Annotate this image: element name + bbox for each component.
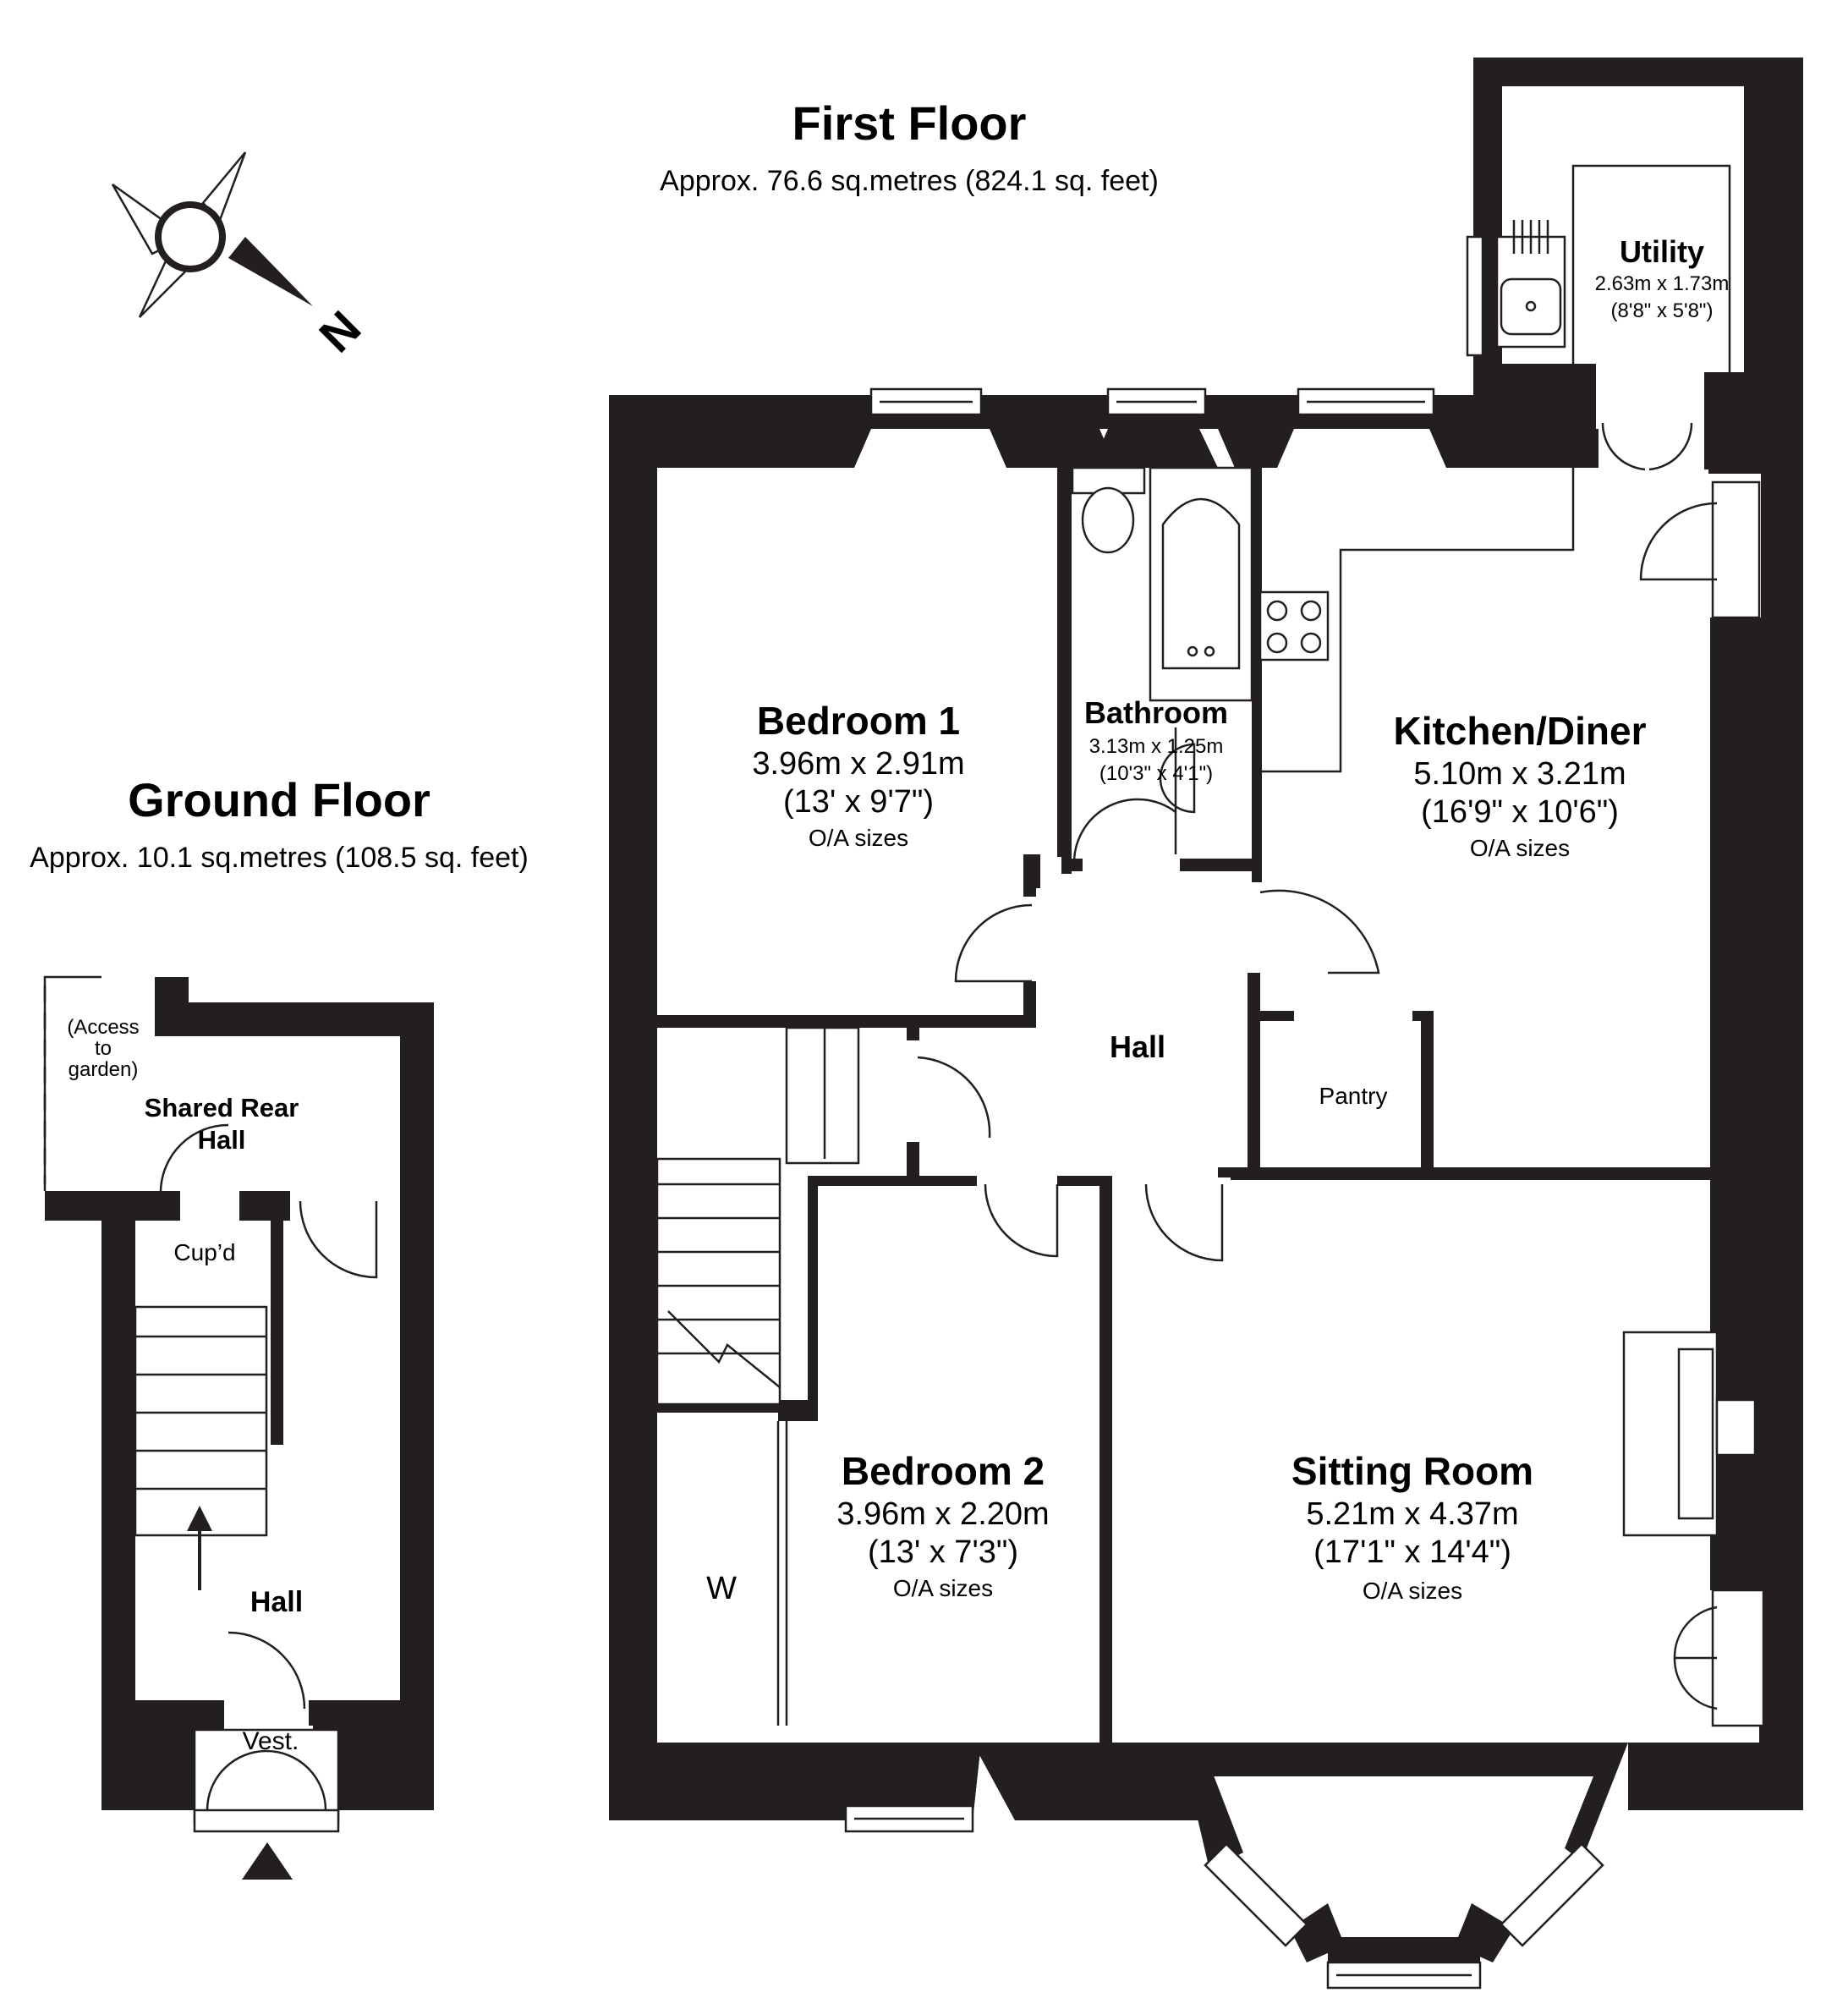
sitting-room-imperial: (17'1" x 14'4") <box>1313 1534 1511 1570</box>
ground-floor-walls <box>45 977 434 1810</box>
ground-hall-name: Hall <box>250 1586 303 1618</box>
vestibule-label: Vest. <box>243 1727 299 1755</box>
bathroom-imperial: (10'3" x 4'1") <box>1099 762 1213 785</box>
first-floor-title: First Floor <box>792 96 1027 150</box>
sitting-room-name: Sitting Room <box>1291 1449 1533 1493</box>
compass-icon <box>155 201 226 272</box>
bedroom2-name: Bedroom 2 <box>842 1449 1045 1493</box>
stairs <box>655 1157 781 1406</box>
utility-window <box>1466 235 1484 357</box>
first-floor-fixtures <box>655 164 1765 1727</box>
bedroom2-imperial: (13' x 7'3") <box>868 1534 1018 1570</box>
windows <box>844 387 1604 1990</box>
ground-floor-fixtures <box>43 975 378 1880</box>
bedroom1-name: Bedroom 1 <box>757 699 960 743</box>
bath-icon <box>1149 466 1253 702</box>
ground-floor-title: Ground Floor <box>128 773 430 826</box>
utility-name: Utility <box>1620 234 1704 269</box>
pantry-name: Pantry <box>1319 1083 1388 1109</box>
access-label-line2: to <box>95 1037 112 1060</box>
bathroom-metric: 3.13m x 1.25m <box>1089 735 1224 758</box>
toilet-icon <box>1081 486 1135 554</box>
sitting-room-note: O/A sizes <box>1363 1578 1462 1604</box>
first-hall-name: Hall <box>1110 1029 1165 1064</box>
bay-window-left <box>1204 1842 1308 1947</box>
bedroom2-note: O/A sizes <box>893 1575 993 1601</box>
kitchen-metric: 5.10m x 3.21m <box>1413 756 1626 792</box>
first-floor-walls <box>609 58 1803 1962</box>
bedroom1-metric: 3.96m x 2.91m <box>752 746 964 782</box>
bedroom2-metric: 3.96m x 2.20m <box>836 1496 1049 1532</box>
wardrobe-label: W <box>706 1571 737 1606</box>
ground-floor-area: Approx. 10.1 sq.metres (108.5 sq. feet) <box>30 842 529 874</box>
bedroom1-note: O/A sizes <box>809 825 908 851</box>
compass: N <box>111 151 370 362</box>
access-label-line3: garden) <box>69 1058 139 1081</box>
kitchen-note: O/A sizes <box>1470 835 1570 861</box>
bay-window-right <box>1500 1842 1604 1947</box>
stair-arrow-icon <box>187 1506 212 1531</box>
utility-metric: 2.63m x 1.73m <box>1595 272 1730 295</box>
cupboard-label: Cup’d <box>173 1239 235 1265</box>
entrance-arrow-icon <box>242 1842 293 1880</box>
bedroom1-imperial: (13' x 9'7") <box>783 784 934 820</box>
bathroom-name: Bathroom <box>1084 695 1228 730</box>
shared-rear-hall-line2: Hall <box>198 1125 246 1155</box>
utility-imperial: (8'8" x 5'8") <box>1611 299 1714 322</box>
kitchen-name: Kitchen/Diner <box>1393 709 1646 753</box>
shared-rear-hall-line1: Shared Rear <box>145 1093 299 1123</box>
basin-icon <box>1159 743 1196 814</box>
access-label-line1: (Access <box>67 1016 139 1039</box>
sitting-room-metric: 5.21m x 4.37m <box>1306 1496 1518 1532</box>
first-floor-area: Approx. 76.6 sq.metres (824.1 sq. feet) <box>660 165 1159 197</box>
door-swings <box>917 422 1718 1710</box>
ground-stairs <box>134 1305 268 1537</box>
compass-north-label: N <box>309 300 370 362</box>
kitchen-imperial: (16'9" x 10'6") <box>1421 794 1619 830</box>
